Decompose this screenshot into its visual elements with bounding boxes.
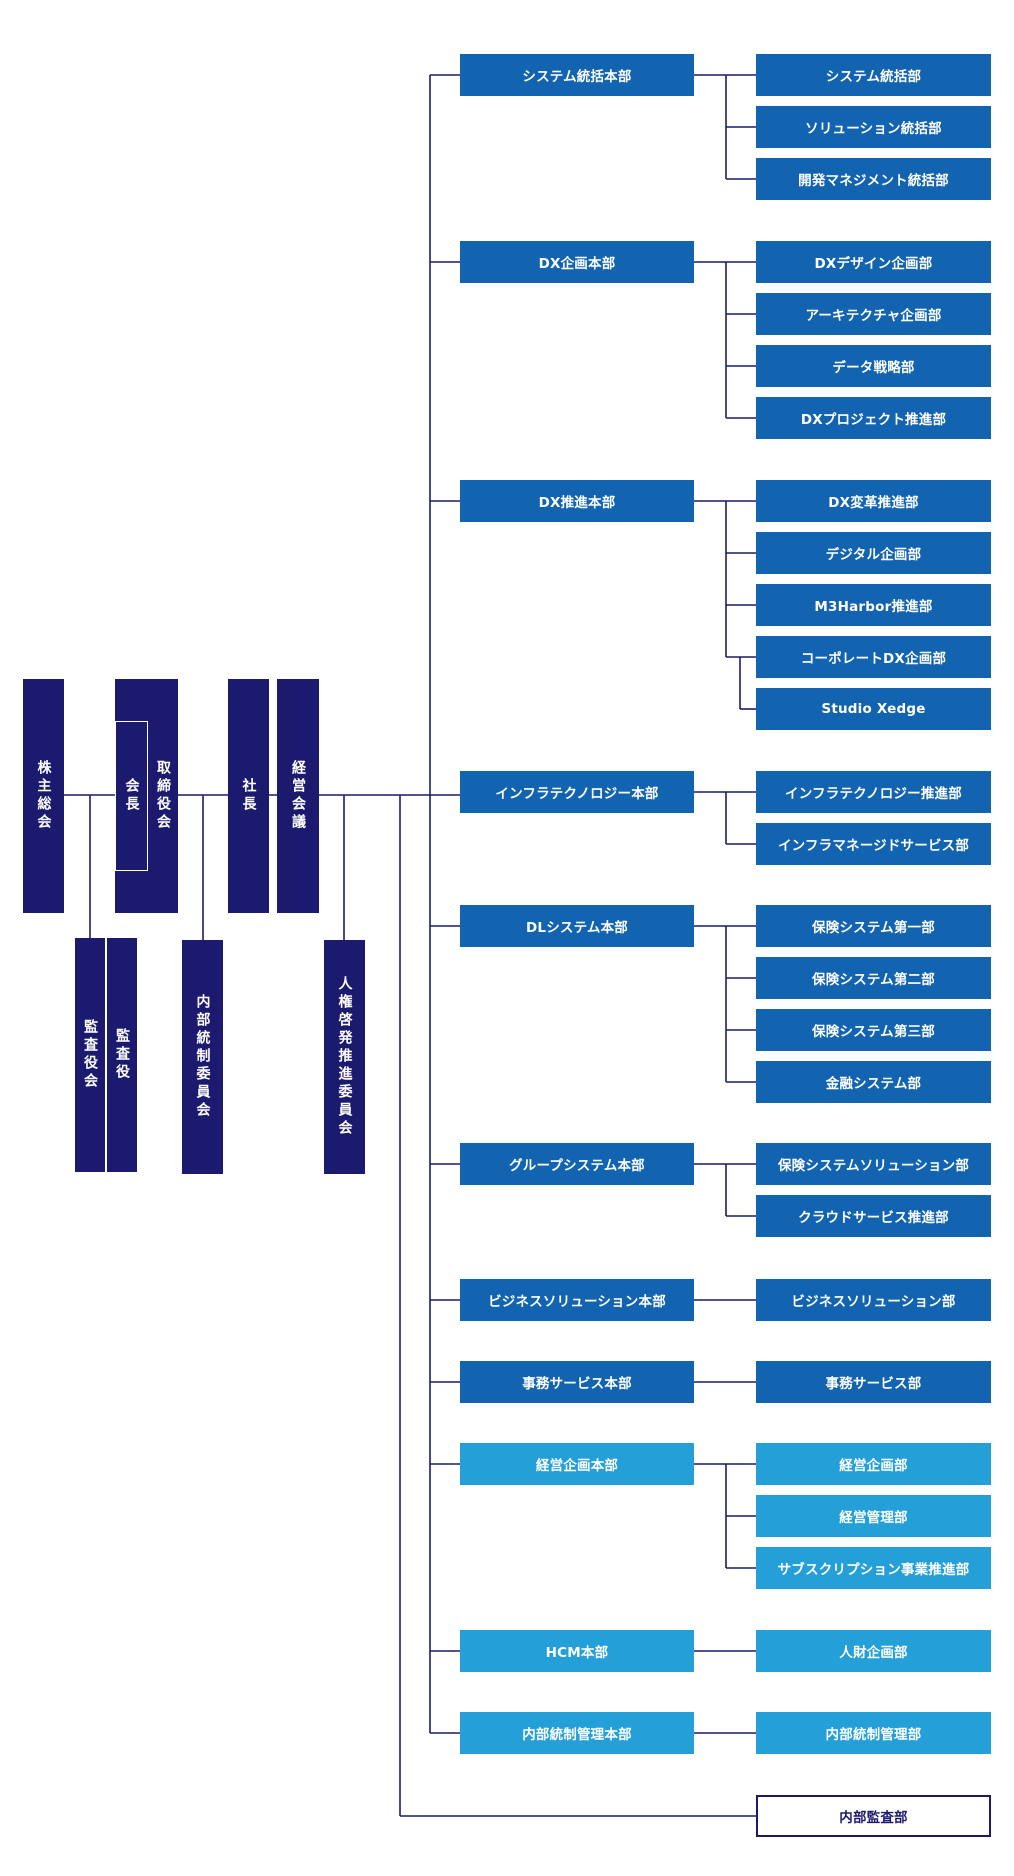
division-label: HCM本部 [545, 1645, 609, 1661]
department-box: データ戦略部 [756, 345, 991, 387]
board-of-directors-box: 会長 取締役会 [115, 679, 178, 913]
department-box: DX変革推進部 [756, 480, 991, 522]
audit-board-box: 監査役会 [75, 938, 105, 1172]
department-box: 保険システムソリューション部 [756, 1143, 991, 1185]
chairman-label: 会長 [123, 778, 140, 814]
department-box: DXプロジェクト推進部 [756, 397, 991, 439]
department-label: インフラマネージドサービス部 [777, 838, 970, 854]
president-label: 社長 [240, 778, 257, 814]
department-label: サブスクリプション事業推進部 [777, 1562, 970, 1578]
department-box: コーポレートDX企画部 [756, 636, 991, 678]
department-box: M3Harbor推進部 [756, 584, 991, 626]
division-label: インフラテクノロジー本部 [495, 786, 659, 802]
auditor-box: 監査役 [107, 938, 137, 1172]
department-box: 保険システム第三部 [756, 1009, 991, 1051]
internal-audit-label: 内部監査部 [839, 1810, 908, 1826]
department-label: M3Harbor推進部 [814, 599, 933, 615]
board-of-directors-label: 取締役会 [155, 760, 171, 832]
division-label: DX推進本部 [538, 495, 616, 511]
human-rights-committee-label: 人権啓発推進委員会 [336, 976, 353, 1138]
department-box: システム統括部 [756, 54, 991, 96]
department-label: 人財企画部 [839, 1645, 908, 1661]
department-label: 保険システム第一部 [812, 920, 935, 936]
president-box: 社長 [228, 679, 269, 913]
department-box: アーキテクチャ企画部 [756, 293, 991, 335]
division-label: 内部統制管理本部 [522, 1727, 632, 1743]
department-label: 内部統制管理部 [825, 1727, 922, 1743]
department-box: DXデザイン企画部 [756, 241, 991, 283]
division-box: 事務サービス本部 [460, 1361, 694, 1403]
department-box: 保険システム第一部 [756, 905, 991, 947]
department-label: 保険システム第二部 [812, 972, 935, 988]
department-box: 人財企画部 [756, 1630, 991, 1672]
department-label: 経営管理部 [839, 1510, 908, 1526]
shareholders-meeting-label: 株主総会 [35, 760, 52, 832]
division-box: グループシステム本部 [460, 1143, 694, 1185]
department-box: ソリューション統括部 [756, 106, 991, 148]
human-rights-committee-box: 人権啓発推進委員会 [324, 940, 365, 1174]
department-label: DXプロジェクト推進部 [800, 412, 947, 428]
department-label: 保険システム第三部 [812, 1024, 935, 1040]
division-box: ビジネスソリューション本部 [460, 1279, 694, 1321]
division-box: DLシステム本部 [460, 905, 694, 947]
department-box: クラウドサービス推進部 [756, 1195, 991, 1237]
management-meeting-box: 経営会議 [277, 679, 319, 913]
division-label: グループシステム本部 [509, 1158, 645, 1174]
department-label: ビジネスソリューション部 [791, 1294, 956, 1310]
department-label: 開発マネジメント統括部 [798, 173, 949, 189]
chairman-box: 会長 [115, 721, 148, 871]
department-box: 開発マネジメント統括部 [756, 158, 991, 200]
sub-department-label: Studio Xedge [821, 701, 926, 717]
internal-audit-box: 内部監査部 [756, 1795, 991, 1837]
department-box: インフラマネージドサービス部 [756, 823, 991, 865]
department-label: 金融システム部 [825, 1076, 922, 1092]
internal-control-committee-box: 内部統制委員会 [182, 940, 223, 1174]
department-box: デジタル企画部 [756, 532, 991, 574]
division-label: ビジネスソリューション本部 [488, 1294, 666, 1310]
department-label: 保険システムソリューション部 [777, 1158, 970, 1174]
department-label: システム統括部 [825, 69, 922, 85]
department-box: インフラテクノロジー推進部 [756, 771, 991, 813]
auditor-label: 監査役 [114, 1028, 130, 1082]
division-box: HCM本部 [460, 1630, 694, 1672]
department-label: 事務サービス部 [825, 1376, 922, 1392]
department-label: インフラテクノロジー推進部 [785, 786, 962, 802]
division-box: DX企画本部 [460, 241, 694, 283]
department-label: DX変革推進部 [828, 495, 919, 511]
division-box: DX推進本部 [460, 480, 694, 522]
division-label: DLシステム本部 [525, 920, 628, 936]
management-meeting-label: 経営会議 [290, 760, 306, 832]
department-box: サブスクリプション事業推進部 [756, 1547, 991, 1589]
audit-board-label: 監査役会 [82, 1019, 98, 1091]
board-of-directors-label-wrap: 取締役会 [148, 679, 178, 913]
department-label: コーポレートDX企画部 [800, 651, 947, 667]
department-box: 経営企画部 [756, 1443, 991, 1485]
department-label: クラウドサービス推進部 [798, 1210, 949, 1226]
department-box: 内部統制管理部 [756, 1712, 991, 1754]
department-box: ビジネスソリューション部 [756, 1279, 991, 1321]
department-box: 保険システム第二部 [756, 957, 991, 999]
division-label: 事務サービス本部 [522, 1376, 632, 1392]
department-box: 金融システム部 [756, 1061, 991, 1103]
department-label: データ戦略部 [832, 360, 915, 376]
division-label: 経営企画本部 [535, 1458, 619, 1474]
department-label: デジタル企画部 [825, 547, 922, 563]
division-box: 経営企画本部 [460, 1443, 694, 1485]
department-label: アーキテクチャ企画部 [805, 308, 942, 324]
division-label: DX企画本部 [538, 256, 616, 272]
division-label: システム統括本部 [522, 69, 632, 85]
division-box: インフラテクノロジー本部 [460, 771, 694, 813]
shareholders-meeting-box: 株主総会 [23, 679, 64, 913]
internal-control-committee-label: 内部統制委員会 [194, 994, 211, 1120]
chairman-frame [115, 721, 148, 871]
department-box: 経営管理部 [756, 1495, 991, 1537]
department-label: 経営企画部 [839, 1458, 908, 1474]
division-box: 内部統制管理本部 [460, 1712, 694, 1754]
department-label: DXデザイン企画部 [814, 256, 933, 272]
sub-department-box: Studio Xedge [756, 688, 991, 730]
department-box: 事務サービス部 [756, 1361, 991, 1403]
division-box: システム統括本部 [460, 54, 694, 96]
department-label: ソリューション統括部 [805, 121, 942, 137]
